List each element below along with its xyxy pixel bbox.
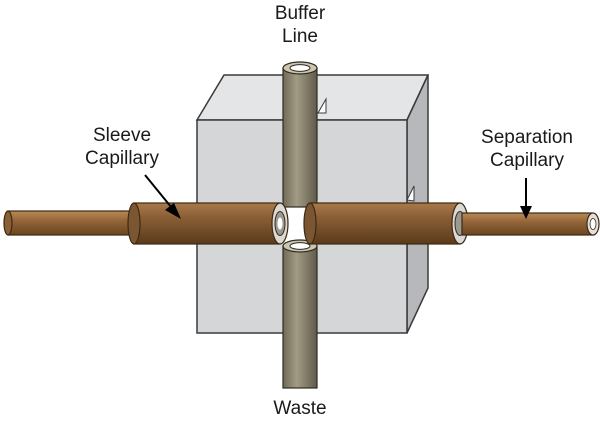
sleeve-capillary-label: Sleeve Capillary xyxy=(72,124,172,170)
left-capillary xyxy=(3,210,135,236)
buffer-line-tube xyxy=(282,61,318,208)
waste-label: Waste xyxy=(273,398,327,419)
sleeve-capillary-label-line1: Sleeve xyxy=(92,125,152,146)
buffer-line-label-line2: Line xyxy=(282,26,318,47)
right-sleeve-capillary xyxy=(303,202,469,245)
side-slot-notch xyxy=(406,185,415,202)
buffer-line-label-line1: Buffer xyxy=(274,3,326,24)
separation-arrow xyxy=(520,178,532,219)
waste-tube xyxy=(282,239,318,389)
separation-capillary xyxy=(461,212,600,236)
separation-capillary-label: Separation Capillary xyxy=(470,126,584,172)
separation-capillary-label-line2: Capillary xyxy=(490,150,564,171)
sleeve-arrow xyxy=(144,174,181,219)
buffer-line-label: Buffer Line xyxy=(266,2,334,48)
sleeve-capillary xyxy=(127,202,289,245)
sleeve-capillary-label-line2: Capillary xyxy=(85,148,159,169)
separation-capillary-label-line1: Separation xyxy=(481,127,573,148)
top-slot-notch xyxy=(317,97,327,114)
